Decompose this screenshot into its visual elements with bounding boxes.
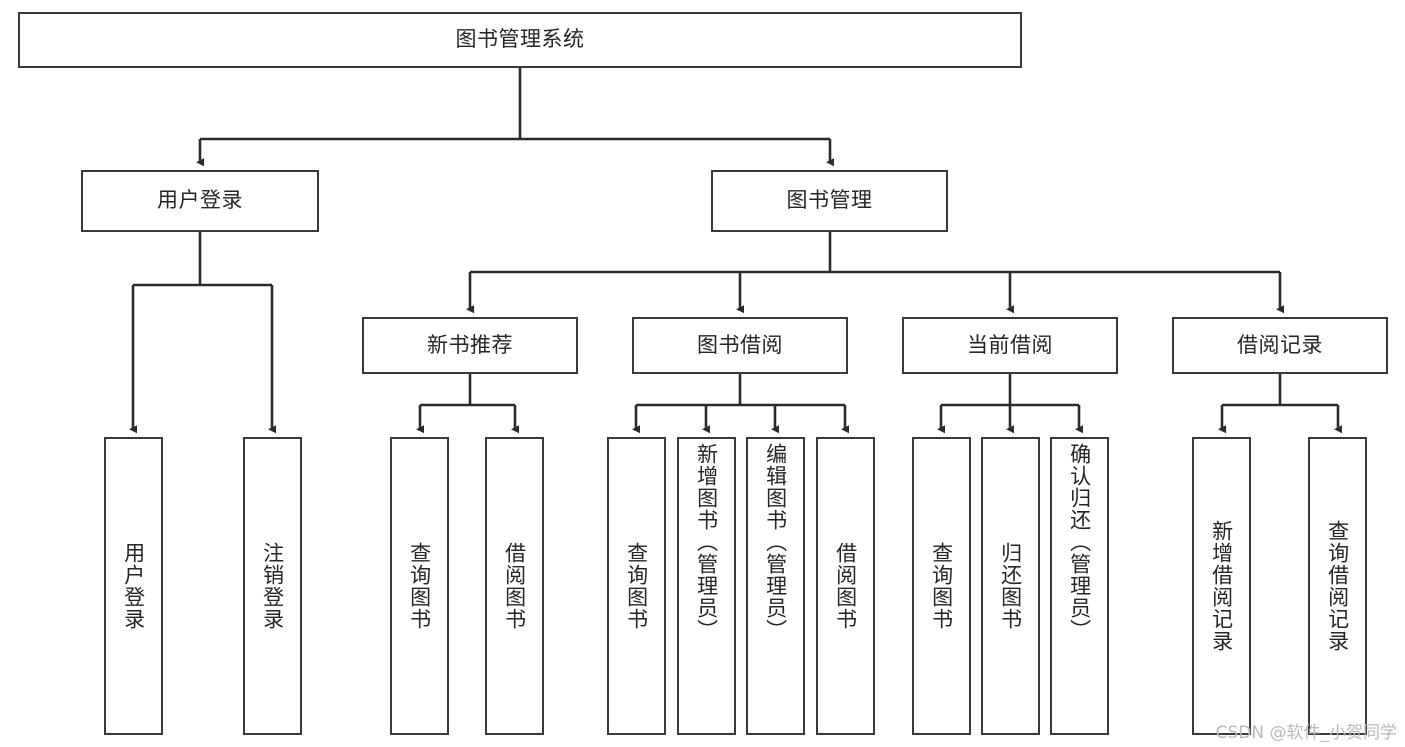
node-leaf-current-query-book[interactable]: 查询图书 — [912, 437, 971, 735]
node-leaf-current-confirm-return[interactable]: 确认归还（管理员） — [1050, 437, 1109, 735]
node-leaf-borrow-query-book[interactable]: 查询图书 — [607, 437, 666, 735]
node-leaf-record-query-label: 查询借阅记录 — [1325, 520, 1350, 652]
node-leaf-rec-query-book-label: 查询图书 — [407, 542, 432, 630]
node-leaf-borrow-query-book-label: 查询图书 — [624, 542, 649, 630]
node-leaf-current-confirm-return-label: 确认归还（管理员） — [1067, 443, 1092, 641]
node-book-borrow-label: 图书借阅 — [697, 332, 783, 357]
node-book-manage-label: 图书管理 — [786, 188, 873, 213]
node-leaf-record-query[interactable]: 查询借阅记录 — [1308, 437, 1367, 735]
node-leaf-rec-borrow-book-label: 借阅图书 — [502, 542, 527, 630]
node-leaf-borrow-add-book[interactable]: 新增图书（管理员） — [677, 437, 736, 735]
node-current-borrow-label: 当前借阅 — [967, 332, 1053, 357]
node-current-borrow[interactable]: 当前借阅 — [902, 317, 1118, 374]
node-leaf-rec-query-book[interactable]: 查询图书 — [390, 437, 449, 735]
node-leaf-user-logout-label: 注销登录 — [260, 542, 285, 630]
node-leaf-record-add-label: 新增借阅记录 — [1209, 520, 1234, 652]
node-leaf-current-query-book-label: 查询图书 — [929, 542, 954, 630]
node-user-login-label: 用户登录 — [157, 188, 243, 213]
node-user-login[interactable]: 用户登录 — [81, 170, 319, 232]
node-leaf-user-login[interactable]: 用户登录 — [104, 437, 163, 735]
node-book-borrow[interactable]: 图书借阅 — [632, 317, 848, 374]
node-leaf-borrow-edit-book[interactable]: 编辑图书（管理员） — [746, 437, 805, 735]
node-root-label: 图书管理系统 — [455, 27, 585, 52]
node-book-manage[interactable]: 图书管理 — [711, 170, 948, 232]
node-borrow-record-label: 借阅记录 — [1237, 332, 1323, 357]
node-leaf-borrow-borrow-book-label: 借阅图书 — [833, 542, 858, 630]
node-leaf-user-logout[interactable]: 注销登录 — [243, 437, 302, 735]
node-leaf-user-login-label: 用户登录 — [121, 542, 146, 630]
node-leaf-borrow-borrow-book[interactable]: 借阅图书 — [816, 437, 875, 735]
node-leaf-borrow-edit-book-label: 编辑图书（管理员） — [763, 443, 788, 641]
node-leaf-current-return-book[interactable]: 归还图书 — [981, 437, 1040, 735]
node-root[interactable]: 图书管理系统 — [18, 12, 1022, 68]
node-leaf-current-return-book-label: 归还图书 — [998, 542, 1023, 630]
node-new-book-rec[interactable]: 新书推荐 — [362, 317, 578, 374]
node-leaf-borrow-add-book-label: 新增图书（管理员） — [694, 443, 719, 641]
node-leaf-rec-borrow-book[interactable]: 借阅图书 — [485, 437, 544, 735]
node-new-book-rec-label: 新书推荐 — [427, 332, 513, 357]
node-borrow-record[interactable]: 借阅记录 — [1172, 317, 1388, 374]
node-leaf-record-add[interactable]: 新增借阅记录 — [1192, 437, 1251, 735]
